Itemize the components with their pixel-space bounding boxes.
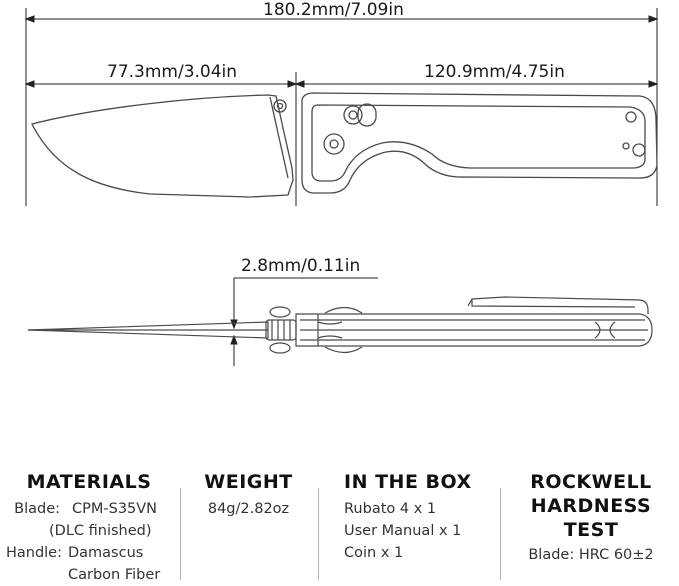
blade-material-note: (DLC finished): [49, 523, 152, 539]
handle-material-value-2: Carbon Fiber: [68, 567, 161, 583]
hardness-section: ROCKWELL HARDNESS TEST Blade: HRC 60±2: [503, 470, 679, 566]
blade-material-key: Blade:: [14, 501, 60, 517]
handle-length-label: 120.9mm/4.75in: [424, 62, 565, 82]
weight-heading: WEIGHT: [204, 471, 293, 493]
blade-length-label: 77.3mm/3.04in: [107, 62, 238, 82]
blade-side-view: [31, 94, 294, 198]
handle-material-key: Handle:: [5, 545, 62, 561]
box-item: Coin x 1: [344, 545, 404, 561]
weight-section: WEIGHT 84g/2.82oz: [186, 470, 311, 520]
blade-material-value: CPM-S35VN: [72, 501, 158, 517]
in-the-box-heading: IN THE BOX: [344, 471, 472, 493]
weight-value: 84g/2.82oz: [207, 501, 290, 517]
blade-top-view: [27, 306, 297, 354]
in-the-box-section: IN THE BOX Rubato 4 x 1 User Manual x 1 …: [344, 470, 494, 564]
hardness-heading-line-1: ROCKWELL: [530, 471, 652, 493]
hardness-value: Blade: HRC 60±2: [528, 547, 654, 563]
column-divider: [500, 488, 501, 580]
box-item: User Manual x 1: [344, 523, 462, 539]
dimension-lines: [24, 8, 659, 366]
materials-section: MATERIALS Blade: CPM-S35VN (DLC finished…: [0, 470, 178, 586]
materials-heading: MATERIALS: [26, 471, 152, 493]
hardness-heading-line-2: HARDNESS TEST: [530, 495, 652, 541]
column-divider: [180, 488, 181, 580]
box-item: Rubato 4 x 1: [344, 501, 437, 517]
handle-top-view: [295, 296, 653, 354]
handle-material-value-1: Damascus: [68, 545, 144, 561]
overall-length-label: 180.2mm/7.09in: [263, 0, 404, 20]
blade-thickness-label: 2.8mm/0.11in: [241, 256, 361, 276]
handle-side-view: [301, 92, 658, 194]
column-divider: [318, 488, 319, 580]
